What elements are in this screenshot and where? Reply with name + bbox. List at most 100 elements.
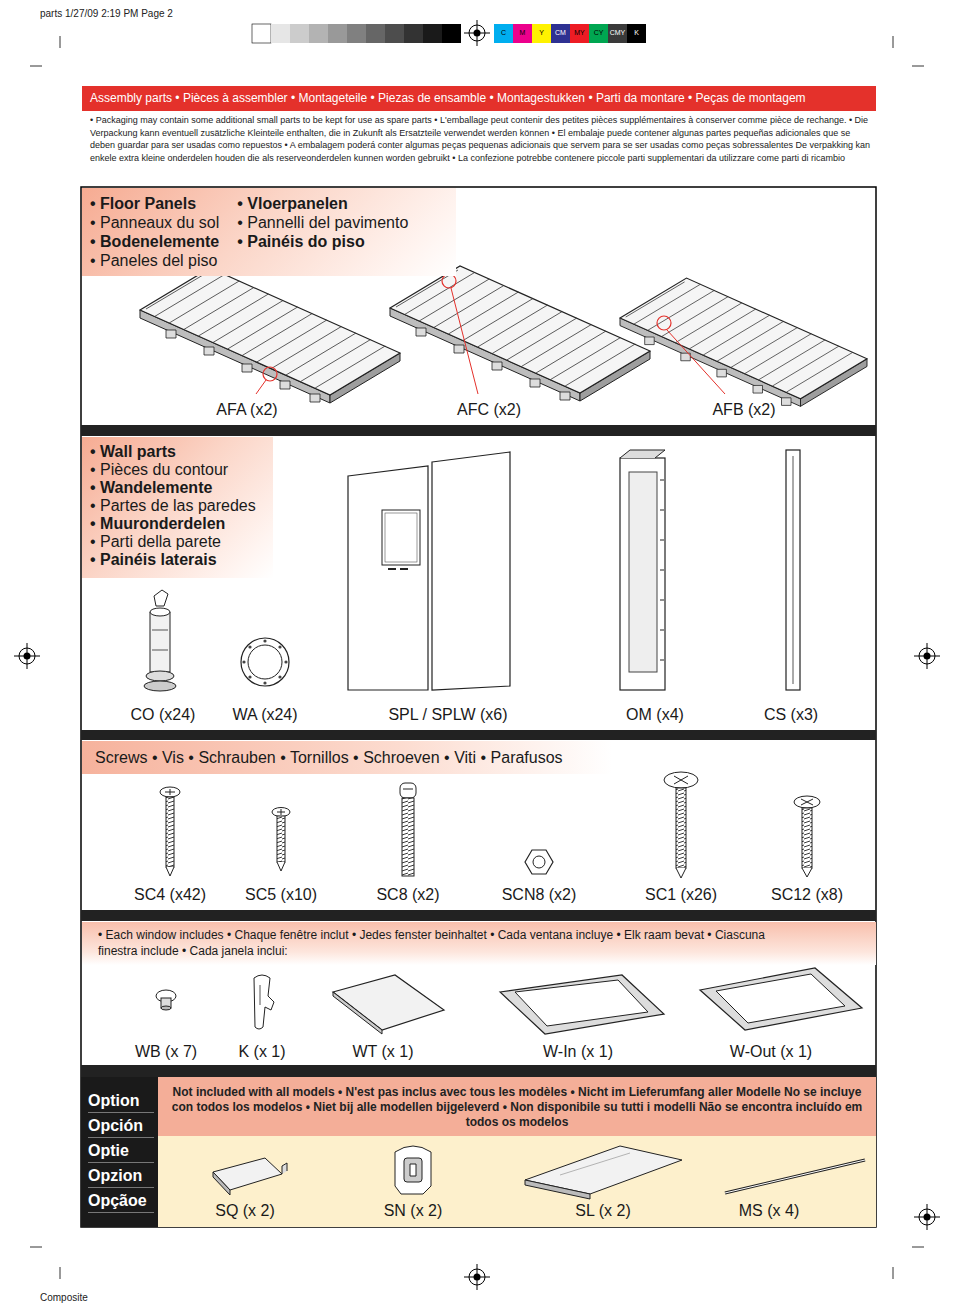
crop-marks [912, 1247, 924, 1248]
grey-strip [404, 24, 423, 43]
print-mark: parts 1/27/09 2:19 PM Page 2 [40, 8, 173, 20]
cmyk-strip [532, 24, 551, 43]
floor-panels [667, 330, 725, 394]
window-parts [700, 968, 862, 1030]
wall-parts [146, 671, 174, 681]
part-code: SL (x 2) [575, 1201, 630, 1220]
screws [794, 796, 820, 808]
part-code: AFA (x2) [216, 400, 277, 419]
screws [400, 783, 416, 798]
header-text: • Bodenelemente [90, 232, 219, 251]
color-code: Y [539, 29, 544, 37]
wall-parts [786, 450, 800, 690]
grey-strip [423, 24, 442, 43]
title-text: Assembly parts • Pièces à assembler • Mo… [90, 86, 806, 111]
wall-parts [793, 456, 794, 684]
header-column: • Each window includes • Chaque fenêtre … [98, 927, 788, 960]
crop-marks [912, 66, 924, 67]
screws [802, 808, 812, 868]
crop-marks [60, 36, 61, 48]
part-code: WB (x 7) [135, 1042, 197, 1061]
color-code: C [501, 29, 506, 37]
option-word: Optie [88, 1140, 154, 1163]
header-text: • Painéis do piso [237, 232, 408, 251]
window-parts [161, 1006, 171, 1010]
wall-parts [284, 660, 287, 663]
parts-section: • Floor Panels• Panneaux du sol• Bodenel… [82, 188, 876, 425]
wall-parts [620, 450, 665, 458]
screws [166, 797, 174, 867]
header-column: • Wall parts• Pièces du contour• Wandele… [90, 443, 256, 572]
wall-parts [263, 681, 266, 684]
cmyk-strip [627, 24, 646, 43]
screws [676, 868, 686, 878]
crop-marks [30, 1247, 42, 1248]
header-text: • Vloerpanelen [237, 194, 408, 213]
registration-marks [464, 20, 490, 46]
floor-panels [451, 288, 478, 394]
part-code: SC8 (x2) [376, 885, 439, 904]
wall-parts [278, 675, 281, 678]
section-frame [81, 910, 876, 921]
registration-marks [14, 643, 40, 669]
option-column: OptionOpciónOptieOpzionOpçãoe [82, 1078, 158, 1227]
screws [160, 772, 820, 878]
floor-panels [657, 316, 671, 330]
option-parts [282, 1163, 287, 1174]
section-header: • Wall parts• Pièces du contour• Wandele… [82, 437, 273, 578]
color-code: MY [574, 29, 585, 37]
section-frame [81, 1077, 158, 1227]
header-text: • Pannelli del pavimento [237, 213, 408, 232]
header-text: • Each window includes • Chaque fenêtre … [98, 927, 788, 959]
window-parts [333, 992, 382, 1034]
header-text: • Muuronderdelen [90, 515, 256, 533]
section-frame [81, 1065, 876, 1077]
window-parts [156, 968, 862, 1034]
header-text: • Panneaux du sol [90, 213, 219, 232]
wall-parts [382, 510, 420, 565]
wall-parts [629, 472, 657, 672]
header-text: • Parti della parete [90, 533, 256, 551]
wall-parts [150, 612, 170, 672]
grey-strip [328, 24, 347, 43]
wall-parts [385, 513, 417, 562]
parts-section: Screws • Vis • Schrauben • Tornillos • S… [82, 741, 876, 910]
crop-marks [30, 66, 42, 67]
color-code: CMY [610, 29, 626, 37]
grey-strip [271, 24, 290, 43]
cmyk-strip [570, 24, 589, 43]
crop-marks [60, 1267, 61, 1279]
option-parts [404, 1158, 422, 1182]
floor-panels [442, 274, 456, 288]
part-code: W-In (x 1) [543, 1042, 613, 1061]
registration-marks [14, 20, 940, 1290]
section-frame [81, 187, 876, 1227]
wall-parts [660, 480, 664, 660]
wall-parts [278, 645, 281, 648]
header-column: • Floor Panels• Panneaux du sol• Bodenel… [90, 194, 219, 270]
wall-parts [242, 660, 245, 663]
floor-panels [140, 266, 867, 406]
wall-parts [154, 590, 168, 606]
floor-panels [263, 367, 277, 381]
window-parts [500, 975, 664, 1034]
part-code: WT (x 1) [352, 1042, 413, 1061]
section-frame [81, 187, 876, 1227]
part-code: SC12 (x8) [771, 885, 843, 904]
section-frame [81, 425, 876, 436]
part-code: SCN8 (x2) [502, 885, 577, 904]
section-frame [81, 730, 876, 740]
option-parts [725, 1160, 865, 1193]
color-code: K [634, 29, 639, 37]
section-frame [158, 1136, 876, 1227]
registration-marks [464, 1264, 490, 1290]
header-column: • Vloerpanelen• Pannelli del pavimento• … [237, 194, 408, 270]
header-text: • Pièces du contour [90, 461, 256, 479]
screws [674, 776, 688, 784]
screws [664, 772, 698, 788]
option-parts [725, 1160, 865, 1193]
wall-parts [248, 645, 282, 679]
option-parts [560, 1153, 630, 1175]
grey-strip [347, 24, 366, 43]
note-text: • Packaging may contain some additional … [90, 114, 875, 164]
